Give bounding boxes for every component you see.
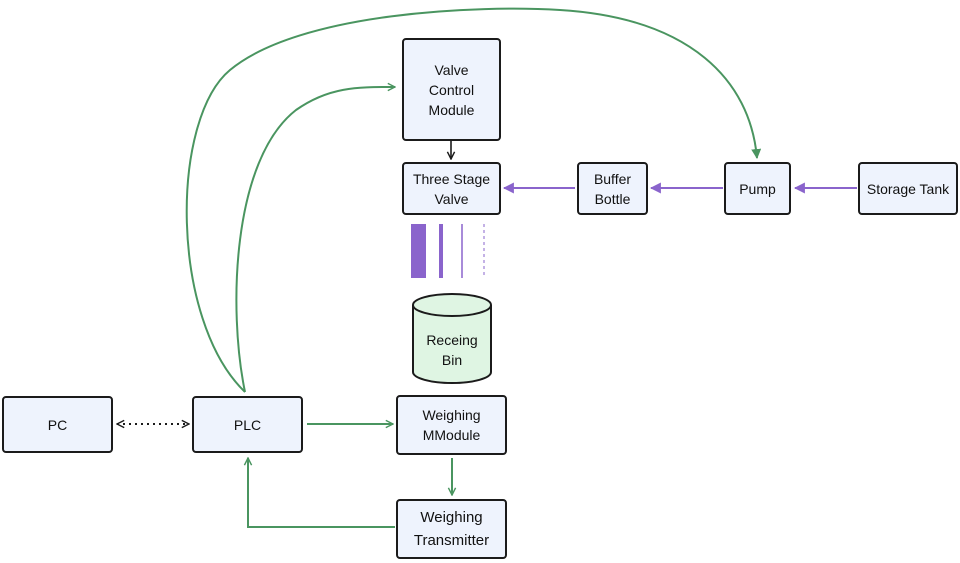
node-pump: Pump <box>724 162 791 215</box>
node-receiving-bin-label: Receing Bin <box>426 332 478 368</box>
node-buffer-bottle: Buffer Bottle <box>577 162 648 215</box>
node-valve-control-module: Valve Control Module <box>402 38 501 141</box>
edge-plc-to-valve-control <box>235 87 395 393</box>
flow-level-bars <box>411 224 485 278</box>
node-pc: PC <box>2 396 113 453</box>
flow-bar-medium <box>439 224 443 278</box>
node-storage-tank: Storage Tank <box>858 162 958 215</box>
edge-transmitter-to-plc <box>248 458 395 528</box>
node-weighing-module: Weighing MModule <box>396 395 507 455</box>
node-weighing-transmitter: Weighing Transmitter <box>396 499 507 559</box>
node-three-stage-valve: Three Stage Valve <box>402 162 501 215</box>
receiving-bin-shape <box>412 293 492 384</box>
edge-plc-to-pump <box>185 7 762 393</box>
flow-bar-coarse <box>411 224 426 278</box>
node-plc: PLC <box>192 396 303 453</box>
